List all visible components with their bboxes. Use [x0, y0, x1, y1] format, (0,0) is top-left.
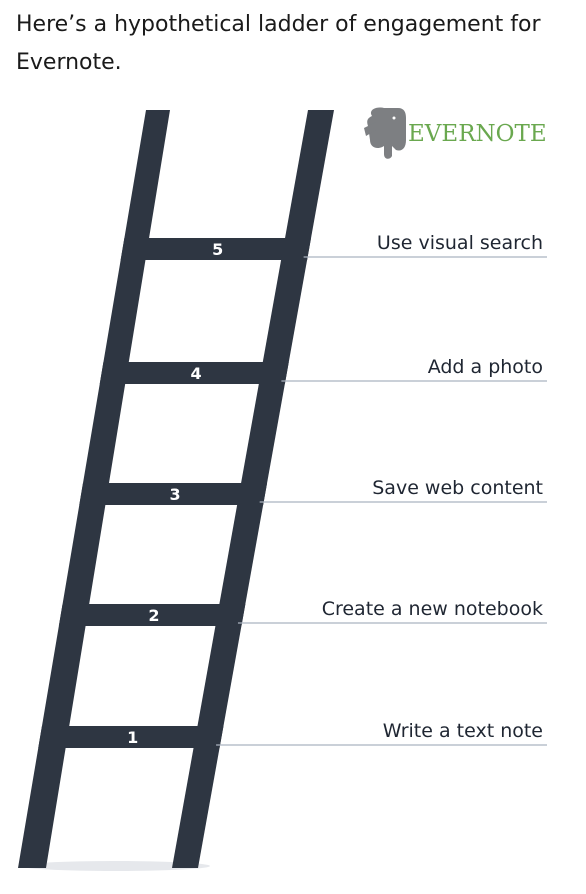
brand-name: EVERNOTE: [408, 121, 547, 147]
ladder-rung: [58, 604, 246, 626]
rung-number: 4: [191, 364, 202, 383]
step-label: Save web content: [372, 477, 543, 499]
ladder-rung: [38, 726, 224, 748]
evernote-logo: EVERNOTE: [364, 107, 547, 159]
intro-text: Here’s a hypothetical ladder of engageme…: [16, 12, 541, 75]
step-label: Write a text note: [383, 720, 543, 742]
step-label: Create a new notebook: [322, 598, 543, 620]
step-label: Use visual search: [377, 232, 543, 254]
step-label: Add a photo: [428, 356, 543, 378]
ladder-rungs: 5 Use visual search 4 Add a photo 3 Save web …: [38, 232, 547, 748]
ladder-rung: [120, 238, 312, 260]
ladder-rung: [99, 362, 289, 384]
rung-number: 1: [127, 728, 138, 747]
elephant-icon: [364, 107, 406, 159]
rung-number: 2: [148, 606, 159, 625]
rung-number: 3: [169, 485, 180, 504]
ladder-rung: [79, 483, 268, 505]
ladder-shadow: [20, 861, 210, 871]
rung-number: 5: [212, 240, 223, 259]
